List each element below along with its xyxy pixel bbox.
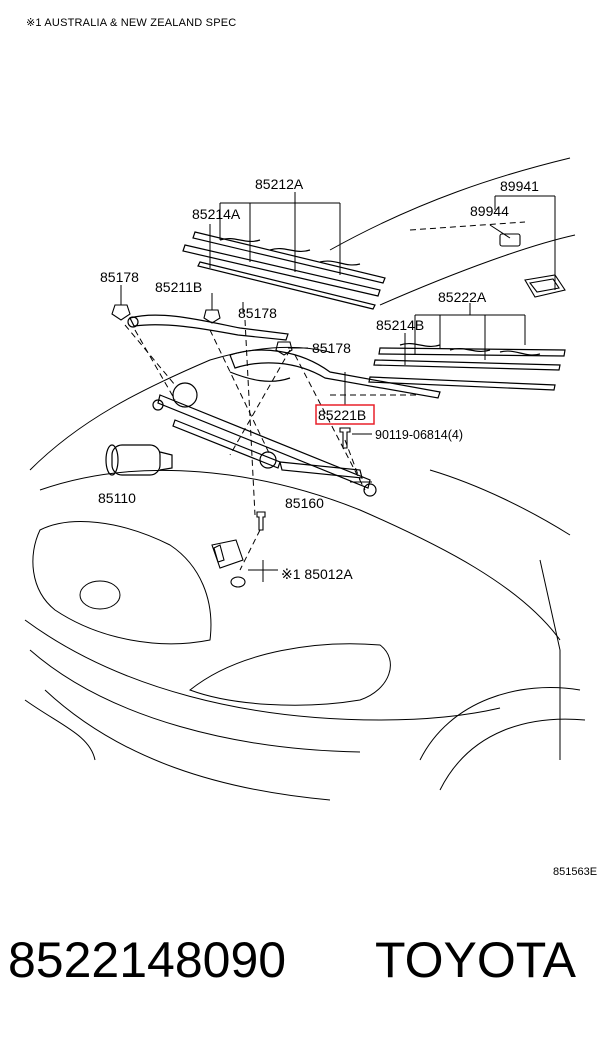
wiper-motor: [105, 444, 173, 476]
label-85160: 85160: [285, 495, 324, 511]
label-85214B: 85214B: [376, 317, 424, 333]
dashed-links: [124, 221, 526, 571]
emblem: [79, 580, 121, 610]
label-85178-a: 85178: [100, 269, 139, 285]
nut-85178-a: [111, 304, 131, 321]
grille-slat: [24, 699, 96, 761]
label-85110: 85110: [98, 490, 136, 506]
wiper-blade-b: [368, 342, 566, 391]
highlight-box: [315, 404, 375, 425]
hood-edge: [39, 469, 561, 641]
wheel-arch: [419, 687, 581, 761]
label-85212A: 85212A: [255, 176, 304, 192]
spec-note: ※1 AUSTRALIA & NEW ZEALAND SPEC: [26, 17, 237, 29]
wiper-linkage: [152, 382, 377, 497]
fender-line: [429, 469, 571, 536]
label-85214A: 85214A: [192, 206, 241, 222]
relay-85012A: [211, 539, 244, 569]
fasteners: [111, 233, 566, 588]
label-85178-c: 85178: [312, 340, 351, 356]
hood-outline: [29, 346, 331, 471]
wiper-parts-diagram: 85212A 85214A 85178 85211B 85178 85178 8…: [24, 157, 597, 878]
sensor-89941: [524, 274, 566, 298]
label-85178-b: 85178: [238, 305, 277, 321]
bumper-lip: [44, 689, 331, 801]
body-side: [539, 559, 561, 760]
label-85221B: 85221B: [318, 407, 366, 423]
label-90119: 90119-06814(4): [375, 428, 463, 442]
windshield-line-2: [379, 234, 576, 306]
wheel-arch-inner: [439, 718, 586, 791]
label-89941: 89941: [500, 178, 539, 194]
label-89944: 89944: [470, 203, 509, 219]
leader-lines: [120, 192, 556, 582]
label-85211B: 85211B: [155, 279, 202, 295]
nut-85178-c: [275, 341, 293, 356]
bolt-90119: [339, 427, 351, 449]
bumper-upper: [24, 619, 501, 721]
diagram-code: 851563E: [553, 866, 597, 878]
label-85222A: 85222A: [438, 289, 487, 305]
brand-name: TOYOTA: [375, 932, 576, 988]
wiper-arm-a: [127, 314, 289, 341]
bolt-lower: [256, 511, 266, 531]
grommet-85012A: [230, 576, 246, 588]
label-85012A: ※1 85012A: [281, 566, 353, 582]
bumper-lower: [29, 649, 361, 753]
grille-frame: [32, 521, 212, 645]
part-number: 8522148090: [8, 932, 287, 988]
wiper-arm-b: [229, 349, 441, 399]
piece-89944: [499, 233, 521, 247]
nut-85178-b: [203, 309, 221, 324]
windshield-line: [329, 157, 571, 251]
headlight: [188, 643, 391, 706]
part-info-bar: 8522148090 TOYOTA: [0, 935, 600, 1015]
wiper-blade-a: [182, 231, 386, 310]
